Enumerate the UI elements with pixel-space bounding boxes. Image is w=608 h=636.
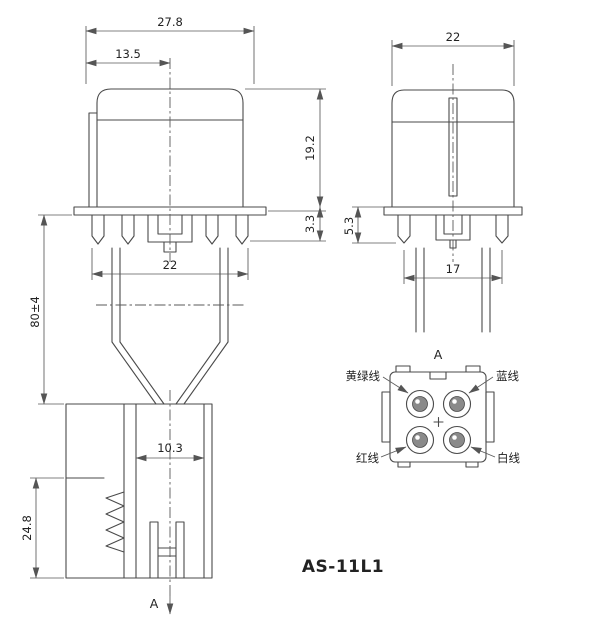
centerlines <box>96 58 454 596</box>
terminal-outer <box>442 389 472 419</box>
leader-line <box>382 376 409 394</box>
snap-leg <box>397 214 411 244</box>
front-connector <box>65 403 213 579</box>
wire-line <box>415 247 491 333</box>
top-notch <box>429 371 447 380</box>
side-wires <box>415 247 491 333</box>
foot-right <box>465 461 479 468</box>
side-rail-right <box>485 391 495 443</box>
snap-leg <box>91 214 105 245</box>
front-view-body <box>73 88 267 253</box>
center-slot <box>448 97 458 197</box>
terminal-block <box>435 214 471 241</box>
dim-side-base: 17 <box>446 262 461 276</box>
wire-line-converging <box>111 341 229 405</box>
cap-outline <box>96 88 244 121</box>
terminal-pin <box>449 432 465 448</box>
pin-highlight <box>415 435 420 440</box>
part-number-title: AS-11L1 <box>302 557 384 577</box>
extension-line <box>85 26 255 84</box>
mounting-flange <box>383 206 523 216</box>
leader-line <box>470 446 496 458</box>
terminal-outer <box>405 425 435 455</box>
detail-view-housing <box>381 365 495 468</box>
dim-base-width: 22 <box>163 258 178 272</box>
housing-outline <box>389 371 487 463</box>
wire-label-blue: 蓝线 <box>496 369 519 383</box>
snap-leg <box>121 214 135 245</box>
extension-line <box>352 206 396 244</box>
dim-body-height: 19.2 <box>303 135 317 161</box>
pin-highlight <box>452 399 457 404</box>
terminal-pin <box>412 396 428 412</box>
dim-connector-height: 24.8 <box>20 515 34 541</box>
terminal-outer <box>405 389 435 419</box>
foot-left <box>397 461 411 468</box>
wire-label-yellow-green: 黄绿线 <box>346 369 381 383</box>
dim-wire-length: 80±4 <box>28 296 42 328</box>
body-sides <box>391 121 515 208</box>
wire-label-white: 白线 <box>497 451 520 465</box>
terminal-block-inner <box>443 214 463 235</box>
snap-leg <box>205 214 219 245</box>
terminal-pin <box>449 396 465 412</box>
extension-line <box>38 214 72 405</box>
dim-side-flange: 5.3 <box>342 217 356 235</box>
pin-highlight <box>452 435 457 440</box>
left-bracket-strip <box>88 112 98 208</box>
wire-line <box>111 247 229 343</box>
terminal-pin <box>412 432 428 448</box>
section-label: A <box>150 596 159 611</box>
latch-serrations <box>105 491 125 553</box>
terminal-outer <box>442 425 472 455</box>
pin-highlight <box>415 399 420 404</box>
connector-outline <box>65 403 213 579</box>
extension-line <box>30 477 64 579</box>
side-rail-left <box>381 391 391 443</box>
snap-leg <box>235 214 249 245</box>
dim-total-width: 27.8 <box>157 15 183 29</box>
terminal-tab <box>163 241 177 253</box>
side-view-body <box>383 89 523 249</box>
top-tab-right <box>465 365 481 373</box>
detail-leaders <box>380 376 496 458</box>
detail-view-label: A <box>434 347 443 362</box>
mounting-flange <box>73 206 267 216</box>
wire-label-red: 红线 <box>356 451 379 465</box>
body-sides <box>96 119 244 208</box>
leader-line <box>468 376 494 394</box>
leader-line <box>380 446 407 458</box>
detail-view-terminal-pins <box>412 396 465 448</box>
dim-flange-height: 3.3 <box>303 215 317 233</box>
dim-cap-width: 13.5 <box>115 47 141 61</box>
front-dimensions: 27.8 13.5 19.2 3.3 22 80±4 10.3 24.8 <box>20 15 326 579</box>
snap-leg <box>495 214 509 244</box>
top-tab-left <box>395 365 411 373</box>
dim-side-width: 22 <box>446 30 461 44</box>
keying-slot <box>149 521 185 579</box>
extension-line <box>245 88 326 212</box>
connector-inner-walls <box>123 403 205 579</box>
dim-slot-width: 10.3 <box>157 441 183 455</box>
front-wires <box>111 247 229 405</box>
cap-outline <box>391 89 515 123</box>
terminal-tab <box>449 239 457 249</box>
center-key-cross <box>433 416 444 428</box>
side-dimensions: 22 5.3 17 <box>342 30 515 284</box>
